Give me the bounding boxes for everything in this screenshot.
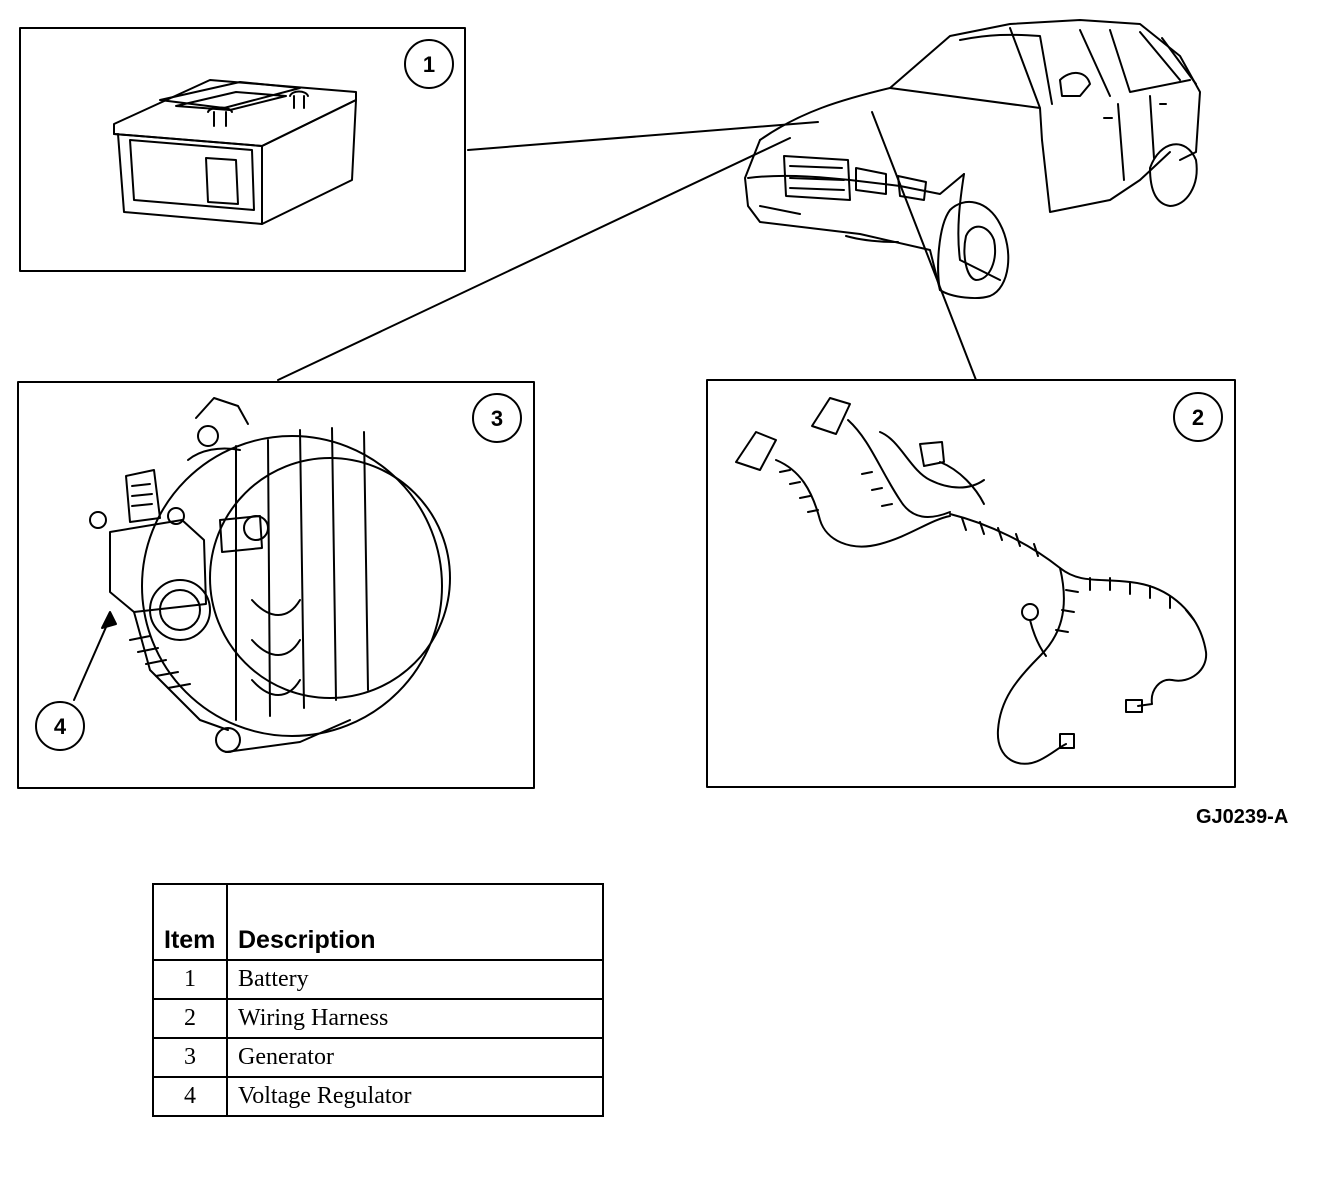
legend-item-description: Generator — [226, 1037, 604, 1078]
battery-panel — [19, 27, 466, 272]
table-row: 1 Battery — [152, 959, 604, 1000]
table-row: 4 Voltage Regulator — [152, 1076, 604, 1117]
legend-header-item: Item — [152, 883, 228, 961]
leader-line-generator — [277, 137, 791, 381]
figure-id: GJ0239-A — [1196, 806, 1289, 828]
voltage-regulator-pointer — [73, 617, 111, 701]
table-row: 2 Wiring Harness — [152, 998, 604, 1039]
legend-header-description: Description — [226, 883, 604, 961]
callout-circle-4 — [35, 701, 85, 751]
callout-label-1: 1 — [423, 52, 435, 77]
legend-header-row: Item Description — [152, 883, 604, 961]
legend-item-number: 4 — [152, 1076, 228, 1117]
legend-item-description: Voltage Regulator — [226, 1076, 604, 1117]
generator-illustration — [89, 397, 451, 753]
harness-panel — [706, 379, 1236, 788]
leader-line-harness — [871, 111, 977, 381]
harness-illustration — [735, 397, 1208, 765]
callout-circle-2 — [1173, 392, 1223, 442]
legend-item-number: 1 — [152, 959, 228, 1000]
vehicle-illustration — [744, 19, 1201, 299]
legend-item-number: 3 — [152, 1037, 228, 1078]
battery-illustration — [113, 79, 357, 225]
callout-label-4: 4 — [54, 714, 67, 739]
callout-circle-3 — [472, 393, 522, 443]
callout-label-2: 2 — [1192, 405, 1204, 430]
legend-table: Item Description 1 Battery 2 Wiring Harn… — [152, 883, 604, 1117]
pointer-arrowhead — [101, 611, 117, 629]
callout-label-3: 3 — [491, 406, 503, 431]
callout-circle-1 — [404, 39, 454, 89]
legend-item-description: Battery — [226, 959, 604, 1000]
legend-item-description: Wiring Harness — [226, 998, 604, 1039]
table-row: 3 Generator — [152, 1037, 604, 1078]
leader-line-battery — [467, 121, 819, 151]
generator-panel — [17, 381, 535, 789]
legend-item-number: 2 — [152, 998, 228, 1039]
